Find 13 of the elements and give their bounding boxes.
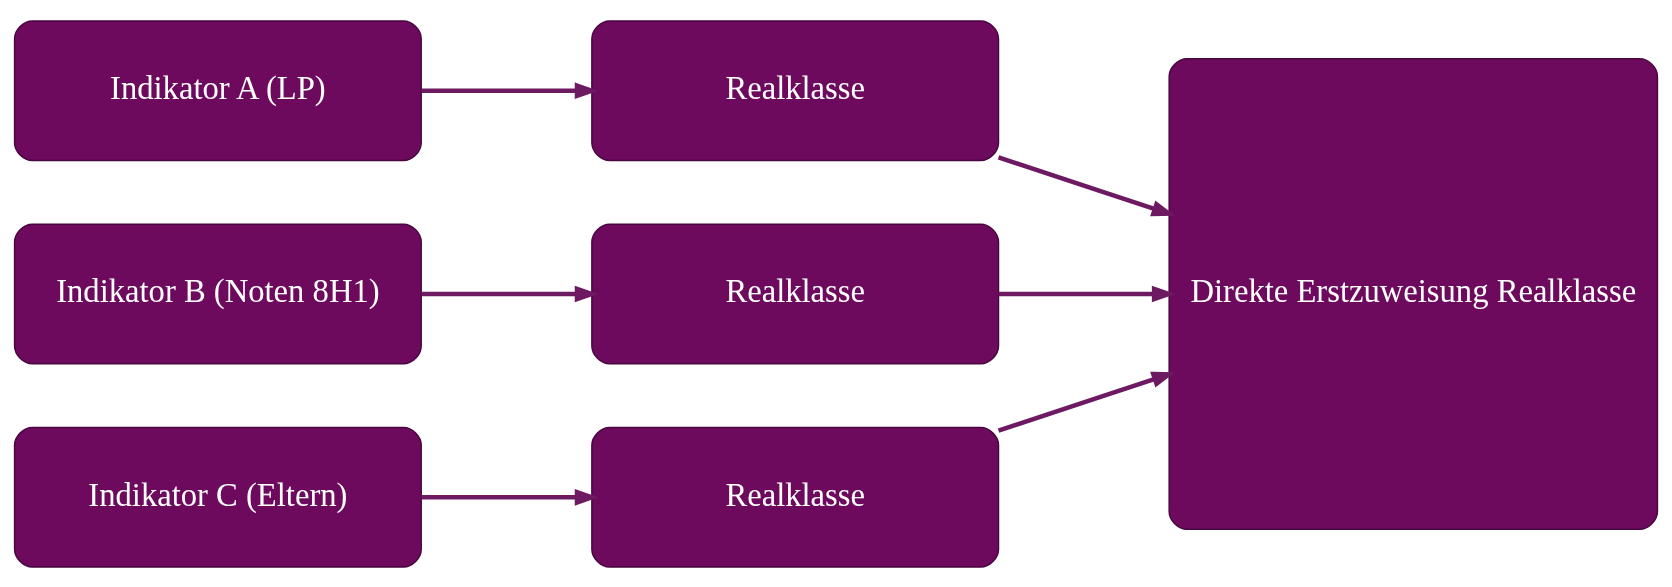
arrow — [997, 371, 1176, 433]
node-box: Realklasse — [591, 223, 1000, 364]
node-box: Indikator A (LP) — [13, 19, 422, 161]
arrow — [997, 154, 1176, 216]
node-box: Indikator B (Noten 8H1) — [13, 223, 422, 364]
node-box: Indikator C (Eltern) — [13, 426, 422, 568]
arrow — [421, 285, 599, 302]
arrow — [421, 81, 599, 99]
arrow — [421, 488, 599, 506]
node-box: Realklasse — [591, 426, 1000, 568]
node-box: Realklasse — [591, 19, 1000, 161]
arrow — [998, 285, 1176, 302]
node-box: Direkte Erstzuweisung Realklasse — [1168, 57, 1659, 530]
